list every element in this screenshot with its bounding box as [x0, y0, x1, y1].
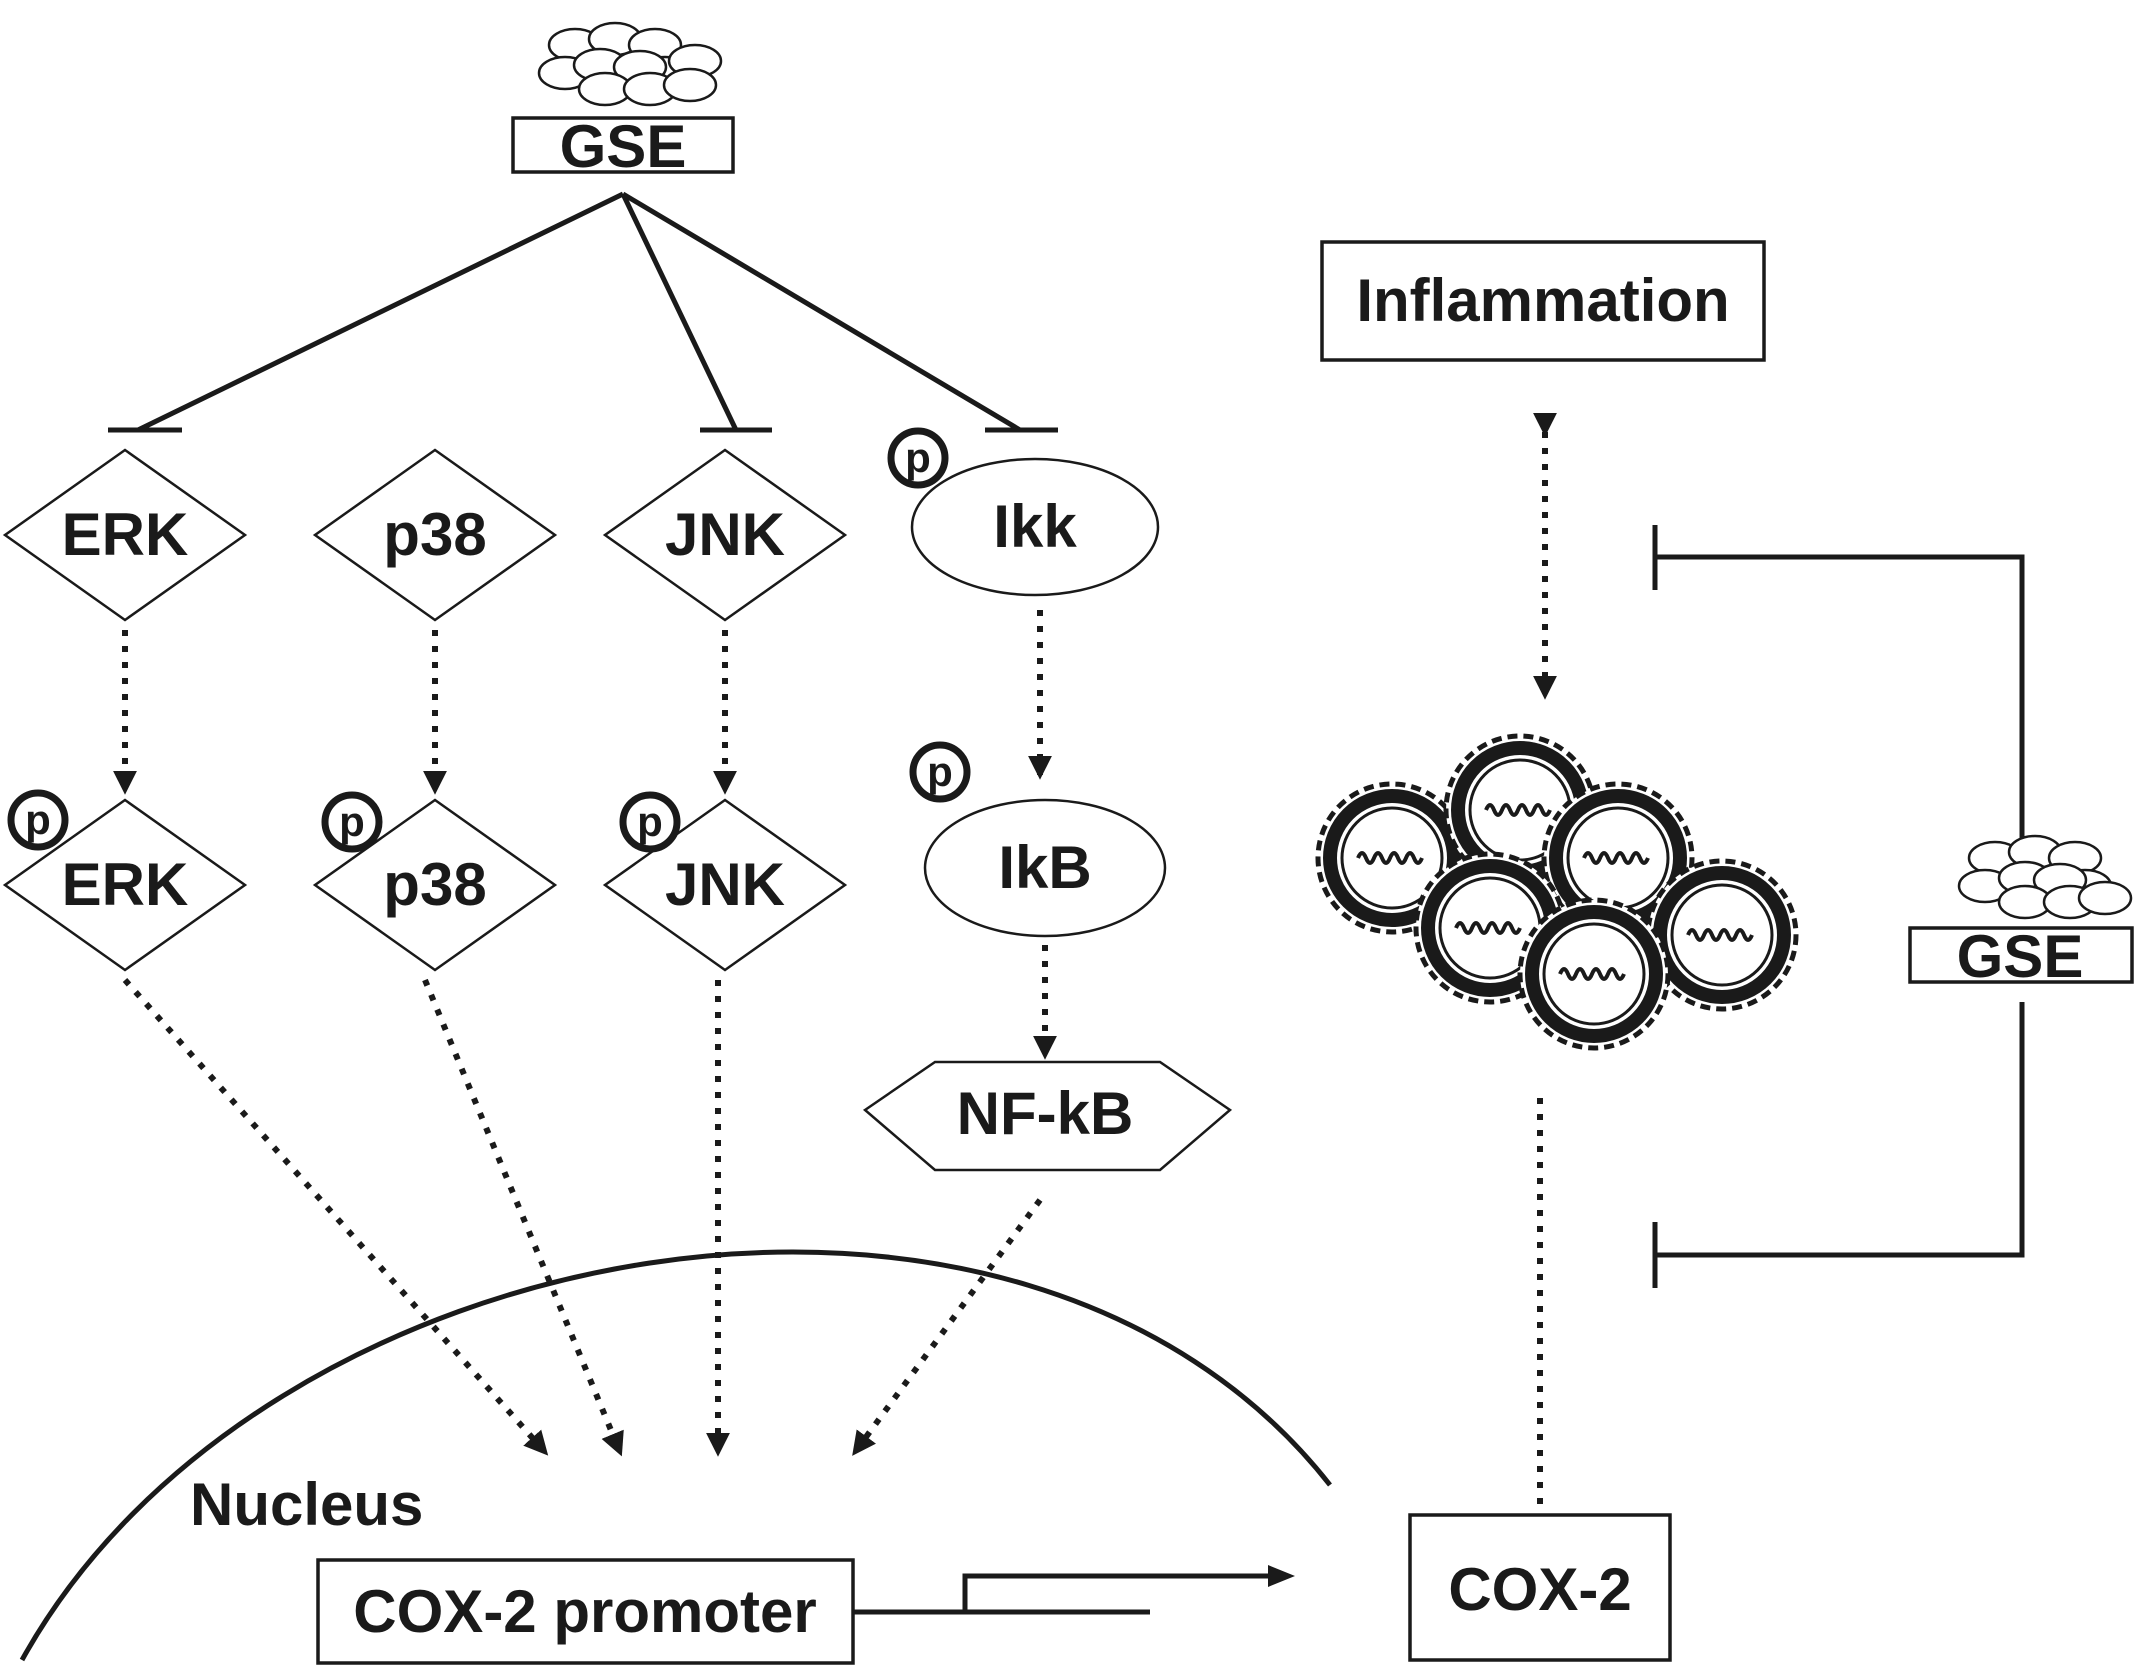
p38-node: p38 [312, 448, 558, 622]
jnk-label: JNK [665, 501, 785, 568]
nucleus-membrane [19, 1249, 1332, 1662]
ikb-label: IkB [998, 834, 1091, 901]
ikk-node: Ikk p [887, 427, 1160, 597]
nucleus-label: Nucleus [190, 1471, 423, 1538]
cox2-label: COX-2 [1448, 1556, 1631, 1623]
inflammation-node: Inflammation [1320, 240, 1766, 362]
cox2-promoter-node: COX-2 promoter [316, 1558, 855, 1665]
p-erk-label: ERK [62, 851, 189, 918]
ikb-node: IkB p [909, 741, 1167, 938]
gse-top-box [511, 116, 735, 174]
grape-seed-cluster-icon [537, 21, 723, 107]
cox2-node: COX-2 [1408, 1513, 1672, 1662]
gse-right-label: GSE [1957, 923, 2084, 990]
p-jnk-label: JNK [665, 851, 785, 918]
gse-right-group: GSE [1908, 834, 2134, 990]
gse-top-group: GSE [511, 21, 735, 180]
p-jnk-node: JNK p [602, 791, 848, 972]
activation-arrows-upper [113, 610, 1052, 795]
cox2-promoter-label: COX-2 promoter [353, 1578, 816, 1645]
nfkb-node: NF-kB [862, 1060, 1233, 1172]
erk-label: ERK [62, 501, 189, 568]
p-erk-phospho-mark: p [25, 796, 51, 843]
tumor-cell-cluster-icon [1318, 736, 1796, 1048]
gse-inhibition-lines [108, 191, 1058, 433]
transcription-start-arrow [853, 1565, 1295, 1615]
p-p38-label: p38 [383, 851, 486, 918]
erk-node: ERK [2, 448, 248, 622]
gse-right-inhibition [1652, 525, 2025, 1288]
p-p38-phospho-mark: p [339, 798, 365, 845]
gse-top-label: GSE [560, 113, 687, 180]
grape-seed-cluster-icon [1957, 834, 2133, 920]
nuclear-translocation-arrows [122, 978, 1043, 1457]
ikk-phospho-mark: p [905, 434, 931, 481]
nfkb-label: NF-kB [957, 1080, 1134, 1147]
inflammation-label: Inflammation [1356, 267, 1729, 334]
p-p38-node: p38 p [312, 791, 558, 972]
jnk-node: JNK [602, 448, 848, 622]
ikk-label: Ikk [993, 493, 1077, 560]
p-erk-node: ERK p [2, 789, 248, 972]
p38-label: p38 [383, 501, 486, 568]
gse-right-box [1908, 926, 2134, 984]
p-jnk-phospho-mark: p [637, 798, 663, 845]
ikb-phospho-mark: p [927, 748, 953, 795]
